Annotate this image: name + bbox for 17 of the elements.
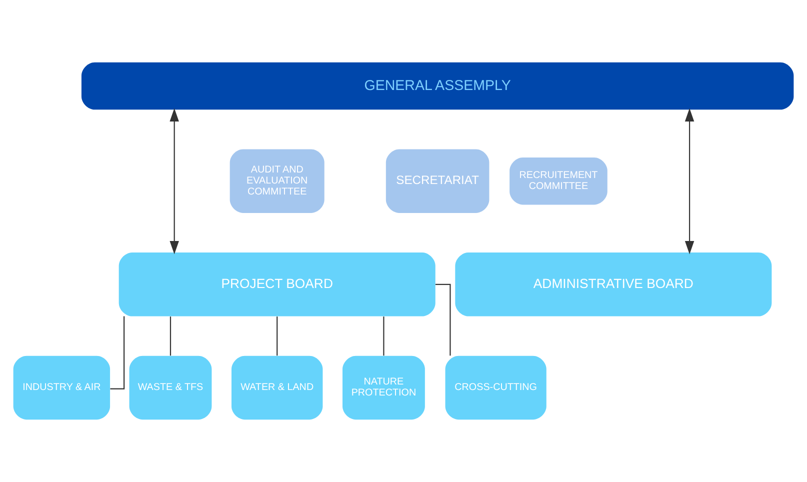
node-box: RECRUITEMENT COMMITTEE [510,157,608,205]
connector [435,284,451,356]
node-box: AUDIT AND EVALUATION COMMITTEE [230,149,324,213]
connector [276,316,278,356]
node-box: WASTE & TFS [129,356,212,420]
node-box: PROJECT BOARD [118,252,436,316]
node-box: NATURE PROTECTION [342,356,425,420]
node-box: WATER & LAND [232,356,323,420]
arrow [170,108,179,254]
node-box: CROSS-CUTTING [445,356,546,420]
node-box: ADMINISTRATIVE BOARD [455,252,772,316]
node-box: INDUSTRY & AIR [13,356,110,420]
node-box: GENERAL ASSEMPLY [81,62,794,110]
node-box: SECRETARIAT [386,149,490,213]
connector [170,316,172,356]
connector [383,316,384,356]
arrow [684,108,694,254]
